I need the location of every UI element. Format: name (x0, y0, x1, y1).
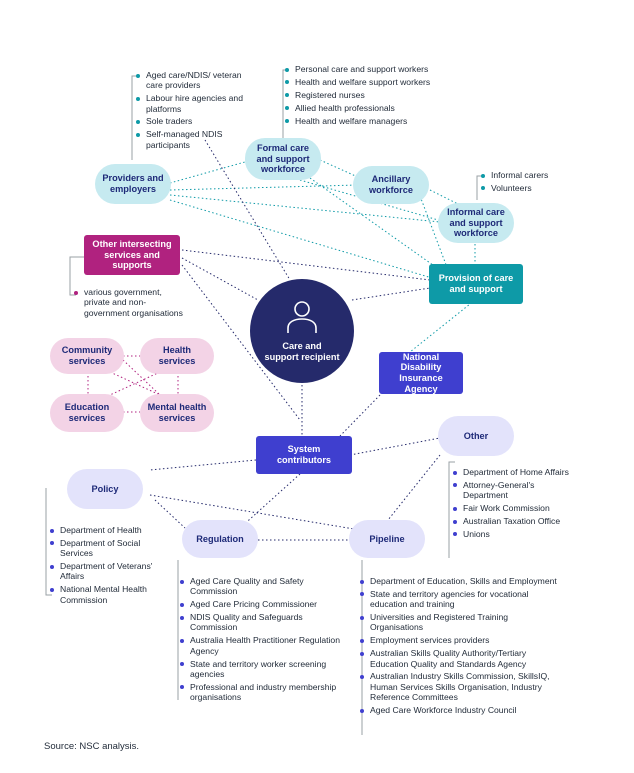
policy-list: Department of Health Department of Socia… (50, 525, 158, 608)
provision-node: Provision of care and support (429, 264, 523, 304)
list-item: National Mental Health Commission (50, 584, 158, 605)
source-note: Source: NSC analysis. (44, 741, 140, 752)
education-services-node: Education services (50, 394, 124, 432)
ancillary-workforce-node: Ancillary workforce (353, 166, 429, 204)
care-recipient-node: Care and support recipient (250, 279, 354, 383)
list-item: Informal carers (481, 170, 591, 180)
person-icon (287, 301, 317, 334)
other-intersecting-node: Other intersecting services and supports (84, 235, 180, 275)
list-item: Volunteers (481, 183, 591, 193)
list-item: Department of Education, Skills and Empl… (360, 576, 560, 586)
list-item: Australian Skills Quality Authority/Tert… (360, 648, 560, 669)
formal-workforce-node: Formal care and support workforce (245, 138, 321, 180)
informal-workforce-node: Informal care and support workforce (438, 203, 514, 243)
list-item: Fair Work Commission (453, 503, 573, 513)
other-node: Other (438, 416, 514, 456)
providers-node: Providers and employers (95, 164, 171, 204)
list-item: Sole traders (136, 116, 256, 126)
list-item: Health and welfare support workers (285, 77, 465, 87)
other-intersecting-list: various government, private and non-gove… (74, 287, 184, 321)
pipeline-node: Pipeline (349, 520, 425, 558)
system-contributors-node: System contributors (256, 436, 352, 474)
regulation-node: Regulation (182, 520, 258, 558)
health-services-node: Health services (140, 338, 214, 374)
list-item: Australian Taxation Office (453, 516, 573, 526)
list-item: Department of Social Services (50, 538, 158, 559)
list-item: Aged Care Workforce Industry Council (360, 705, 560, 715)
providers-list: Aged care/NDIS/ veteran care providers L… (136, 70, 256, 153)
care-recipient-label: Care and support recipient (264, 341, 340, 362)
list-item: Department of Health (50, 525, 158, 535)
list-item: Professional and industry membership org… (180, 682, 340, 703)
list-item: Aged Care Pricing Commissioner (180, 599, 340, 609)
other-list: Department of Home Affairs Attorney-Gene… (453, 467, 573, 542)
list-item: Australian Industry Skills Commission, S… (360, 671, 560, 702)
list-item: Self-managed NDIS participants (136, 129, 256, 150)
list-item: Aged care/NDIS/ veteran care providers (136, 70, 256, 91)
list-item: Department of Veterans' Affairs (50, 561, 158, 582)
formal-workforce-list: Personal care and support workers Health… (285, 64, 465, 129)
list-item: Attorney-General's Department (453, 480, 573, 501)
community-services-node: Community services (50, 338, 124, 374)
list-item: Australia Health Practitioner Regulation… (180, 635, 340, 656)
list-item: Unions (453, 529, 573, 539)
list-item: Department of Home Affairs (453, 467, 573, 477)
policy-node: Policy (67, 469, 143, 509)
list-item: Labour hire agencies and platforms (136, 93, 256, 114)
ndia-node: National Disability Insurance Agency (379, 352, 463, 394)
pipeline-list: Department of Education, Skills and Empl… (360, 576, 560, 718)
list-item: Personal care and support workers (285, 64, 465, 74)
list-item: Health and welfare managers (285, 116, 465, 126)
list-item: NDIS Quality and Safeguards Commission (180, 612, 340, 633)
mental-health-services-node: Mental health services (140, 394, 214, 432)
list-item: State and territory agencies for vocatio… (360, 589, 560, 610)
list-item: Registered nurses (285, 90, 465, 100)
list-item: various government, private and non-gove… (74, 287, 184, 318)
list-item: Universities and Registered Training Org… (360, 612, 560, 633)
list-item: Aged Care Quality and Safety Commission (180, 576, 340, 597)
list-item: State and territory worker screening age… (180, 659, 340, 680)
list-item: Allied health professionals (285, 103, 465, 113)
informal-workforce-list: Informal carers Volunteers (481, 170, 591, 196)
regulation-list: Aged Care Quality and Safety Commission … (180, 576, 340, 705)
list-item: Employment services providers (360, 635, 560, 645)
